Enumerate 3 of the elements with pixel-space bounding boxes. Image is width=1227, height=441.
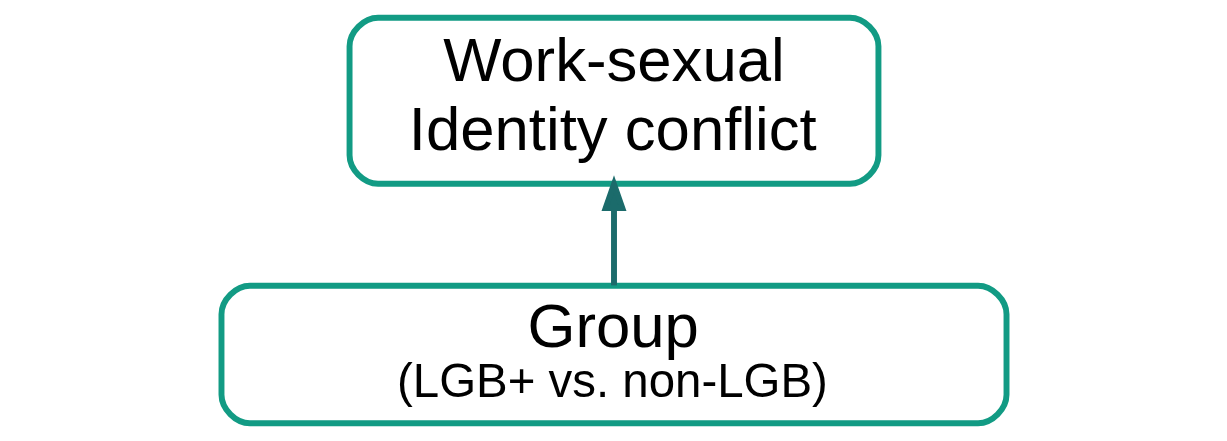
arrow [601,175,626,286]
node-box: Work-sexual Identity conflict [346,14,881,187]
node-box: Group (LGB+ vs. non-LGB) [218,282,1009,427]
